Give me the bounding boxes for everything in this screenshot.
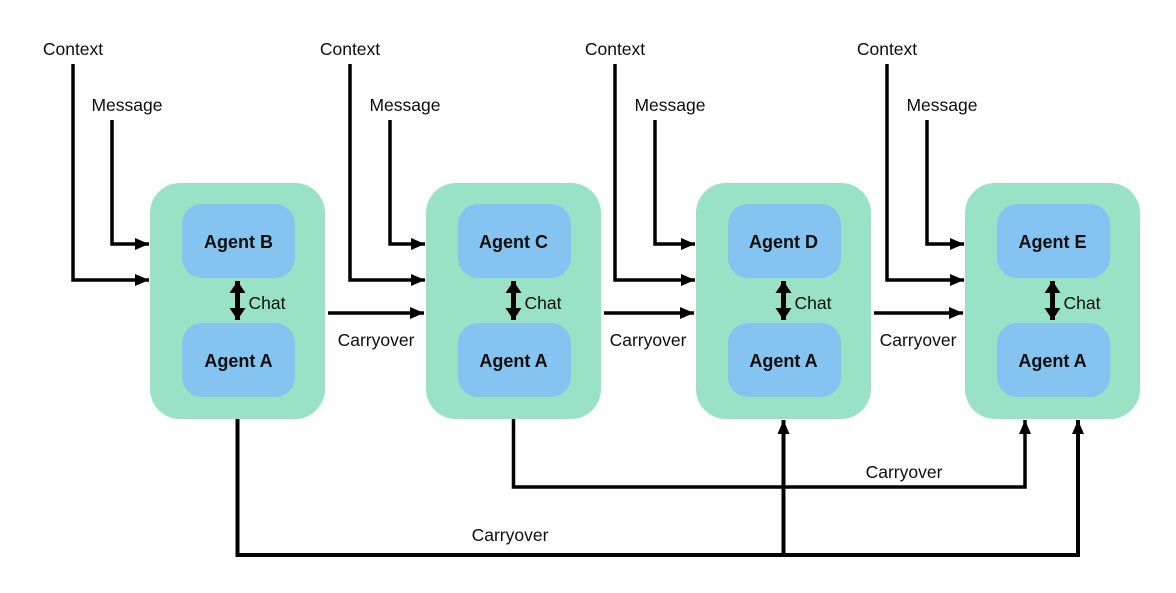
context-arrow: [348, 64, 425, 286]
context-label: Context: [320, 39, 380, 59]
agent-box-bottom: [458, 323, 571, 397]
context-arrow: [885, 64, 964, 286]
message-inputs: Message Message Message Message: [91, 95, 978, 250]
agent-box-top: [997, 204, 1110, 278]
context-label: Context: [43, 39, 103, 59]
chat-label: Chat: [249, 293, 286, 313]
message-label: Message: [906, 95, 977, 115]
agent-label-bottom: Agent A: [479, 351, 547, 371]
agent-box-bottom: [997, 323, 1110, 397]
chat-label: Chat: [795, 293, 832, 313]
agent-box-bottom: [728, 323, 841, 397]
context-label: Context: [857, 39, 917, 59]
agent-label-bottom: Agent A: [1018, 351, 1086, 371]
chat-group-4: Agent E Agent A Chat: [965, 183, 1140, 419]
context-label: Context: [585, 39, 645, 59]
message-arrow: [388, 120, 425, 250]
message-label: Message: [369, 95, 440, 115]
context-inputs: Context Context Context Context: [43, 39, 964, 286]
chat-group-1: Agent B Agent A Chat: [150, 183, 325, 419]
carryover-label: Carryover: [880, 330, 957, 350]
message-arrow: [110, 120, 149, 250]
agent-box-top: [728, 204, 841, 278]
chat-label: Chat: [1064, 293, 1101, 313]
message-arrow: [653, 120, 695, 250]
agent-box-top: [458, 204, 571, 278]
message-arrow: [925, 120, 964, 250]
carryover-label: Carryover: [866, 462, 943, 482]
carryover-label: Carryover: [472, 525, 549, 545]
chat-label: Chat: [525, 293, 562, 313]
message-label: Message: [91, 95, 162, 115]
agent-label-bottom: Agent A: [749, 351, 817, 371]
agent-label-top: Agent C: [479, 232, 548, 252]
carryover-long-range: Carryover Carryover: [235, 419, 1084, 557]
agent-box-bottom: [182, 323, 295, 397]
chat-group-3: Agent D Agent A Chat: [696, 183, 871, 419]
agent-box-top: [182, 204, 295, 278]
message-label: Message: [634, 95, 705, 115]
carryover-arrow-2-4: [511, 419, 1031, 489]
agent-label-top: Agent D: [749, 232, 818, 252]
context-arrow: [71, 64, 149, 286]
carryover-label: Carryover: [338, 330, 415, 350]
carryover-label: Carryover: [610, 330, 687, 350]
agent-label-top: Agent E: [1018, 232, 1086, 252]
carryover-direct: Carryover Carryover Carryover: [328, 307, 963, 350]
agent-label-top: Agent B: [204, 232, 273, 252]
agent-label-bottom: Agent A: [204, 351, 272, 371]
chat-group-2: Agent C Agent A Chat: [426, 183, 601, 419]
carryover-arrow-1-4: [235, 419, 1084, 557]
context-arrow: [613, 64, 695, 286]
